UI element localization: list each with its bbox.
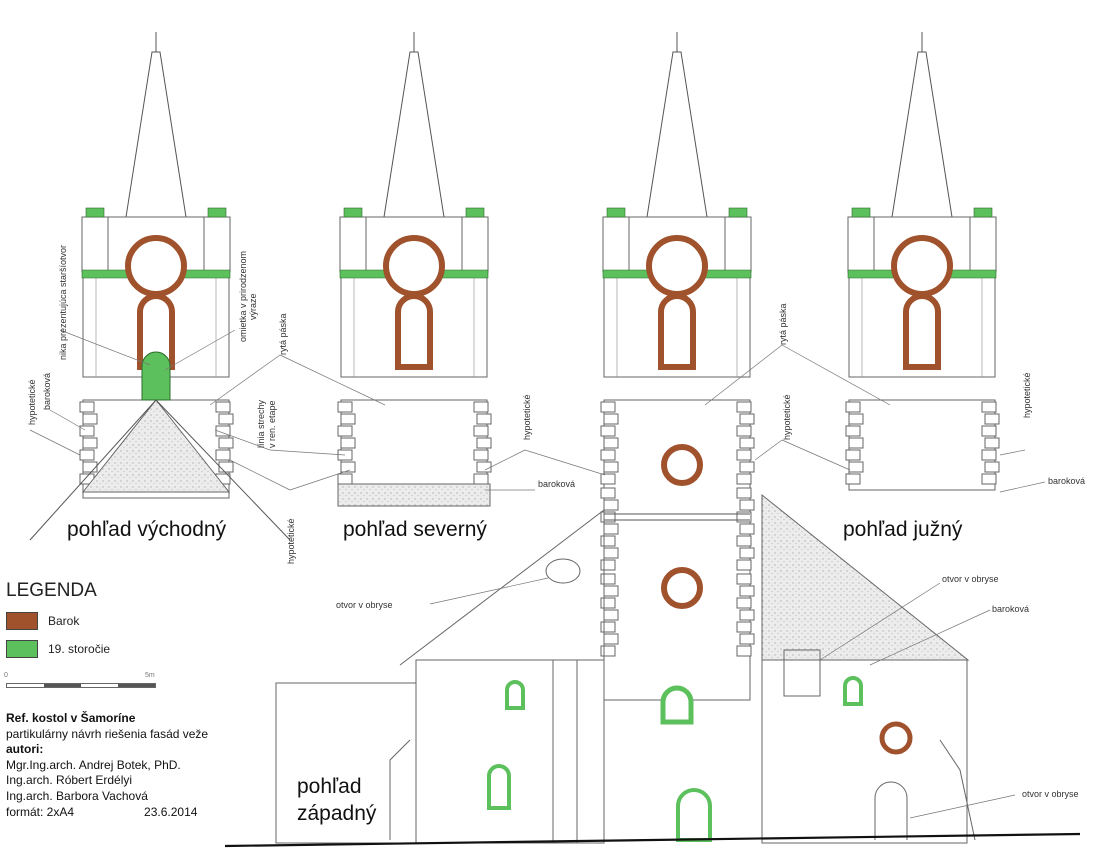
label-linia-2: v ren. etape xyxy=(267,400,277,448)
label-hypoteticke-4: hypotetické xyxy=(782,394,792,440)
legend-title: LEGENDA xyxy=(6,580,97,601)
view-juzny xyxy=(846,32,1000,491)
label-hypoteticke-1: hypotetické xyxy=(27,379,37,425)
view-title-severny: pohľad severný xyxy=(343,518,487,541)
view-severny xyxy=(338,32,492,507)
date-label: 23.6.2014 xyxy=(144,804,198,819)
label-otvor-1: otvor v obryse xyxy=(336,600,393,610)
label-otvor-3: otvor v obryse xyxy=(1022,789,1079,799)
author-2: Ing.arch. Róbert Erdélyi xyxy=(6,773,133,788)
view-title-zapadny-2: západný xyxy=(297,802,377,825)
view-vychodny xyxy=(80,32,234,499)
scale-bar: 0 5m xyxy=(4,672,156,692)
label-otvor-2: otvor v obryse xyxy=(942,574,999,584)
legend-label-19-storocie: 19. storočie xyxy=(48,642,111,656)
label-hypoteticke-5: hypotetické xyxy=(1022,372,1032,418)
project-title: Ref. kostol v Šamoríne xyxy=(6,711,136,725)
label-barokova-4: baroková xyxy=(992,604,1029,614)
label-barokova-1: baroková xyxy=(42,373,52,410)
scale-bar-graphic xyxy=(6,683,156,688)
author-3: Ing.arch. Barbora Vachová xyxy=(6,788,148,803)
label-ryta-paska-2: rytá páska xyxy=(778,303,788,345)
label-hypoteticke-3: hypotetické xyxy=(522,394,532,440)
label-nika: nika prezentujúca staršíotvor xyxy=(58,245,68,360)
author-1: Mgr.Ing.arch. Andrej Botek, PhD. xyxy=(6,757,181,772)
legend-item-19-storocie: 19. storočie xyxy=(6,640,110,658)
label-linia-1: línia strechy xyxy=(256,399,266,448)
view-title-zapadny-1: pohľad xyxy=(297,775,362,798)
authors-heading: autori: xyxy=(6,742,44,757)
legend-swatch-barok xyxy=(6,612,38,630)
label-barokova-3: baroková xyxy=(1048,476,1085,486)
view-title-juzny: pohľad južný xyxy=(843,518,963,541)
view-zapadny-tower xyxy=(601,32,755,725)
view-zapadny-church xyxy=(275,493,976,844)
label-ryta-paska-1: rytá páska xyxy=(278,313,288,355)
legend-label-barok: Barok xyxy=(48,614,80,628)
view-title-vychodny: pohľad východný xyxy=(67,518,227,541)
format-label: formát: 2xA4 xyxy=(6,804,75,819)
title-block: Ref. kostol v Šamoríne partikulárny návr… xyxy=(6,711,208,820)
scale-end-label: 5m xyxy=(145,672,155,679)
label-hypoteticke-2: hypotetické xyxy=(286,518,296,564)
label-omietka-2: výraze xyxy=(248,293,258,320)
legend-swatch-19-storocie xyxy=(6,640,38,658)
label-barokova-2: baroková xyxy=(538,479,575,489)
project-subtitle: partikulárny návrh riešenia fasád veže xyxy=(6,726,209,741)
scale-start-label: 0 xyxy=(4,672,8,679)
label-omietka-1: omietka v prirodzenom xyxy=(238,251,248,342)
legend-item-barok: Barok xyxy=(6,612,79,630)
